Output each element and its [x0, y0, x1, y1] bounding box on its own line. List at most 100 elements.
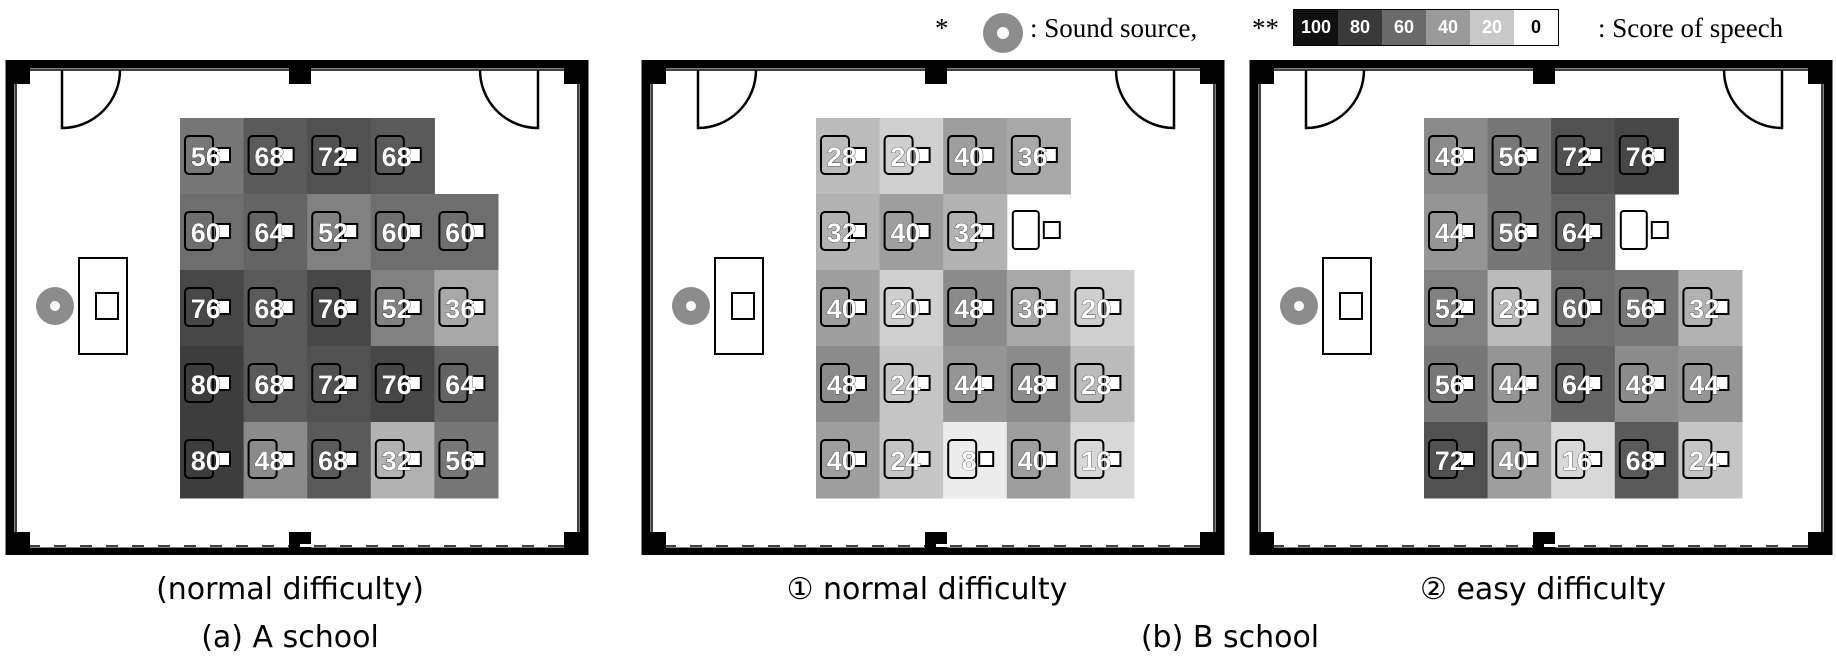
student-chair — [851, 147, 867, 163]
window-pane — [1778, 544, 1792, 547]
score-value: 68 — [254, 142, 284, 172]
score-value: 64 — [1562, 370, 1592, 400]
student-desk — [947, 287, 978, 327]
student-chair — [215, 451, 231, 467]
score-value: 36 — [1018, 142, 1048, 172]
score-value: 20 — [1081, 294, 1111, 324]
student-desk — [1010, 439, 1041, 479]
score-value: 60 — [445, 218, 475, 248]
student-desk — [1555, 135, 1586, 175]
score-value: 72 — [318, 370, 348, 400]
student-chair — [278, 147, 295, 163]
student-chair — [1649, 147, 1666, 163]
student-desk — [1010, 135, 1041, 175]
window-pane — [1700, 544, 1714, 547]
caption-a-difficulty: (normal difficulty) — [156, 572, 424, 607]
student-chair — [215, 375, 231, 391]
student-chair — [278, 451, 295, 467]
student-desk — [1491, 439, 1522, 479]
column — [289, 532, 311, 554]
student-desk — [247, 287, 278, 327]
score-value: 20 — [890, 294, 920, 324]
student-desk — [1682, 287, 1713, 327]
sound-source-icon — [983, 13, 1023, 53]
student-desk — [184, 363, 214, 403]
student-desk — [374, 439, 405, 479]
window-pane — [754, 544, 768, 547]
student-chair — [1522, 451, 1539, 467]
student-chair — [1459, 299, 1475, 315]
window-pane — [1492, 544, 1506, 547]
student-desk — [1491, 211, 1522, 251]
door-left — [60, 69, 122, 130]
score-value: 76 — [318, 294, 348, 324]
window-pane — [858, 544, 872, 547]
window-pane — [702, 544, 716, 547]
door-right — [1722, 69, 1784, 130]
student-desk — [1555, 439, 1586, 479]
scale-swatch: 40 — [1426, 10, 1470, 45]
student-desk — [1428, 135, 1458, 175]
score-value: 64 — [445, 370, 475, 400]
window-pane — [1466, 544, 1480, 547]
student-desk — [1618, 439, 1649, 479]
score-value: 68 — [1626, 446, 1656, 476]
student-chair — [1586, 451, 1603, 467]
score-value: 40 — [827, 446, 857, 476]
window-pane — [1414, 544, 1428, 547]
window-pane — [1170, 544, 1184, 547]
window-pane — [1622, 544, 1636, 547]
student-desk — [820, 363, 850, 403]
window-pane — [1648, 544, 1662, 547]
score-value: 36 — [1018, 294, 1048, 324]
student-desk — [820, 287, 850, 327]
score-value: 20 — [890, 142, 920, 172]
student-chair — [278, 375, 295, 391]
window-pane — [274, 544, 288, 547]
student-chair — [469, 375, 486, 391]
student-chair — [215, 299, 231, 315]
student-chair — [851, 223, 867, 239]
score-value: 68 — [254, 294, 284, 324]
student-chair — [1649, 375, 1666, 391]
score-value: 32 — [954, 218, 984, 248]
window-pane — [482, 544, 496, 547]
student-chair — [1522, 299, 1539, 315]
score-value: 40 — [954, 142, 984, 172]
window-pane — [248, 544, 262, 547]
student-chair — [914, 451, 931, 467]
window-pane — [1066, 544, 1080, 547]
scale-swatch: 20 — [1470, 10, 1514, 45]
column — [8, 532, 30, 554]
student-desk — [1682, 439, 1713, 479]
sound-source-center — [1294, 301, 1304, 311]
student-desk — [1555, 363, 1586, 403]
student-chair — [1649, 299, 1666, 315]
score-value: 52 — [382, 294, 412, 324]
score-value: 64 — [254, 218, 284, 248]
window-pane — [1284, 544, 1298, 547]
student-desk — [947, 211, 978, 251]
student-desk — [820, 211, 850, 251]
window-pane — [832, 544, 846, 547]
window-pane — [884, 544, 898, 547]
student-chair — [469, 223, 486, 239]
student-desk — [1555, 287, 1586, 327]
window-pane — [430, 544, 444, 547]
student-desk — [184, 439, 214, 479]
student-chair — [978, 375, 995, 391]
score-value: 60 — [1562, 294, 1592, 324]
score-value: 48 — [254, 446, 284, 476]
score-value: 72 — [318, 142, 348, 172]
student-chair — [1522, 147, 1539, 163]
window-pane — [1388, 544, 1402, 547]
student-desk — [247, 363, 278, 403]
scale-prefix: ** — [1252, 13, 1279, 43]
student-desk — [947, 439, 978, 479]
student-chair — [278, 299, 295, 315]
window-pane — [1440, 544, 1454, 547]
student-chair — [469, 451, 486, 467]
